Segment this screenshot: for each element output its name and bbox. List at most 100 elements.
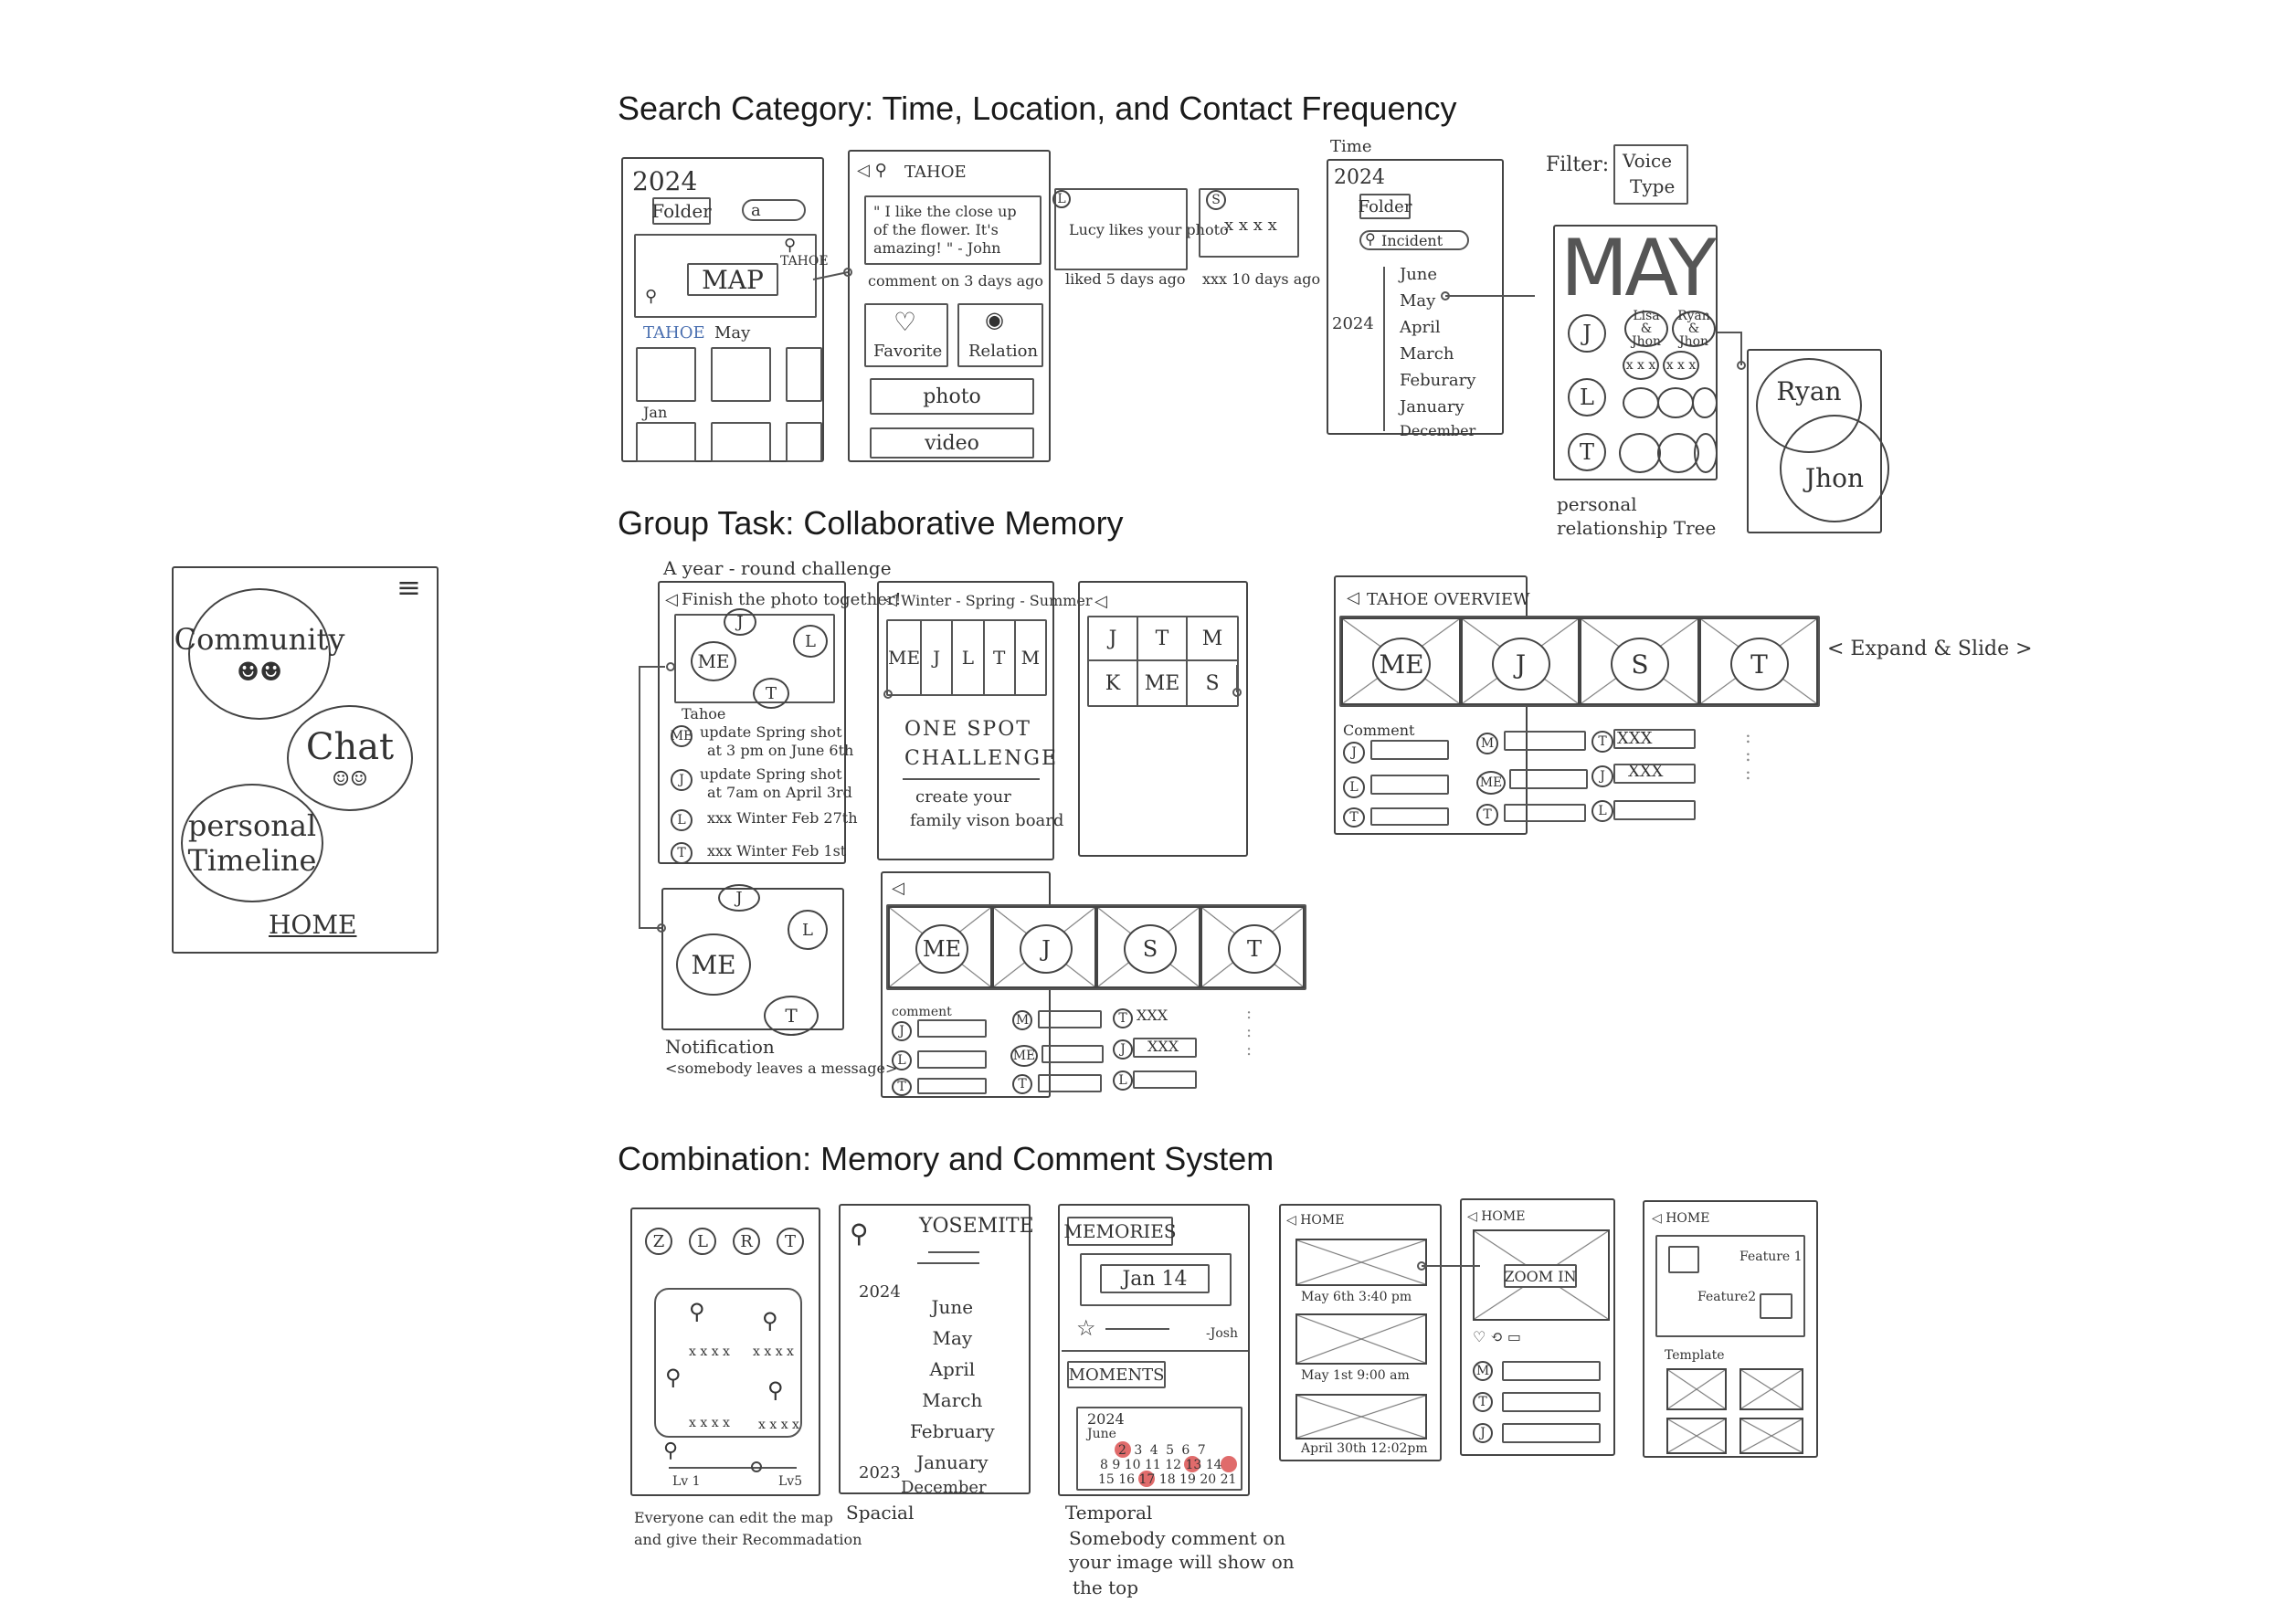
avatar-l[interactable]: L <box>689 1228 716 1255</box>
photo-tile[interactable] <box>636 422 696 462</box>
template-option[interactable] <box>1739 1368 1803 1410</box>
contact-j[interactable]: J <box>1568 314 1606 353</box>
relation-button[interactable]: ◉ Relation <box>957 303 1043 367</box>
community-bubble[interactable]: Community ☻☻ <box>174 588 344 720</box>
photo-placeholder[interactable] <box>1295 1239 1427 1286</box>
calendar[interactable]: 2024 June 2 3 4 5 6 7 8 9 10 11 12 13 14… <box>1076 1407 1242 1491</box>
template-option[interactable] <box>1666 1368 1727 1410</box>
comment-field[interactable] <box>1613 764 1696 784</box>
face-slide[interactable]: ME <box>1341 617 1461 705</box>
avatar-z[interactable]: Z <box>645 1228 672 1255</box>
level-slider-track[interactable] <box>669 1467 797 1469</box>
favorite-button[interactable]: ♡ Favorite <box>864 303 948 367</box>
contact-l[interactable]: L <box>1568 378 1606 417</box>
comment-field[interactable] <box>1502 1423 1601 1443</box>
tahoe-link[interactable]: TAHOE <box>643 323 705 343</box>
star-icon[interactable]: ☆ <box>1076 1315 1096 1341</box>
photo-tile[interactable] <box>711 422 771 462</box>
search-input[interactable]: a <box>742 199 806 221</box>
face-slide[interactable]: S <box>1096 906 1200 988</box>
avatar-t[interactable]: T <box>777 1228 804 1255</box>
month-june[interactable]: June <box>931 1296 974 1318</box>
avatar-l[interactable]: L <box>788 910 828 950</box>
back-icon[interactable]: ◁ <box>884 590 897 609</box>
avatar-j[interactable]: J <box>724 608 756 636</box>
comment-field[interactable] <box>1370 775 1449 795</box>
comment-marker[interactable] <box>1221 1456 1237 1472</box>
reaction-icons[interactable]: ♡ ⟲ ▭ <box>1473 1328 1522 1345</box>
contact-bubble[interactable] <box>1694 433 1718 473</box>
member-columns[interactable]: ME J L T M <box>886 619 1047 696</box>
comment-field[interactable] <box>1502 1392 1601 1412</box>
month-january[interactable]: January <box>916 1451 989 1473</box>
comment-field[interactable] <box>1133 1038 1197 1058</box>
comment-field[interactable] <box>1038 1074 1102 1092</box>
back-icon[interactable]: ◁ ⚲ <box>857 161 887 180</box>
photo-placeholder[interactable] <box>1295 1394 1427 1439</box>
jhon-bubble[interactable]: Jhon <box>1780 415 1889 522</box>
comment-marker[interactable] <box>1138 1471 1155 1487</box>
avatar-me[interactable]: ME <box>691 641 736 681</box>
comment-field[interactable] <box>1370 740 1449 760</box>
notification-card[interactable]: Lucy likes your photo L <box>1052 188 1229 270</box>
face-slide[interactable]: ME <box>888 906 992 988</box>
map-area[interactable]: MAP TAHOE ⚲ ⚲ <box>634 234 829 318</box>
comment-field[interactable] <box>1613 800 1696 820</box>
memory-card[interactable]: Jan 14 <box>1080 1253 1232 1306</box>
video-button[interactable]: video <box>870 427 1034 459</box>
photo-button[interactable]: photo <box>870 378 1034 415</box>
time-folder-button[interactable]: Folder <box>1359 194 1412 219</box>
avatar-t[interactable]: T <box>753 678 789 709</box>
comment-field[interactable] <box>1613 729 1696 749</box>
overview-carousel[interactable]: ME J S T <box>1339 616 1820 707</box>
back-icon[interactable]: ◁ <box>1347 588 1359 607</box>
feature-2-box[interactable] <box>1760 1293 1792 1319</box>
photo-tile[interactable] <box>636 347 696 402</box>
comment-field[interactable] <box>1502 1361 1601 1381</box>
back-icon[interactable]: ◁ <box>892 879 904 898</box>
comment-field[interactable] <box>917 1050 987 1069</box>
month-list[interactable]: June May April March Feburary January <box>1400 261 1475 420</box>
feature-1-box[interactable] <box>1668 1246 1699 1273</box>
back-icon[interactable]: ◁ <box>665 590 678 609</box>
month-march[interactable]: March <box>922 1389 983 1411</box>
back-home[interactable]: ◁ HOME <box>1286 1213 1345 1228</box>
face-slide[interactable]: T <box>1200 906 1305 988</box>
home-label[interactable]: HOME <box>269 910 357 940</box>
face-slide[interactable]: J <box>992 906 1096 988</box>
comment-field[interactable] <box>1038 1010 1102 1028</box>
group-xxx[interactable]: x x x <box>1623 351 1659 380</box>
month-april[interactable]: April <box>1400 318 1441 337</box>
pin-icon[interactable]: ⚲ <box>767 1377 784 1403</box>
comment-marker[interactable] <box>1184 1456 1200 1472</box>
back-home[interactable]: ◁ HOME <box>1467 1209 1526 1224</box>
feature-preview[interactable]: Feature 1 Feature2 <box>1655 1235 1805 1337</box>
photo-tile[interactable] <box>711 347 771 402</box>
comment-field[interactable] <box>1504 731 1586 751</box>
menu-icon[interactable]: ≡ <box>397 570 421 605</box>
collage-area[interactable]: ME J L T <box>674 608 835 709</box>
face-slide[interactable]: T <box>1698 617 1818 705</box>
voice-type-filter[interactable]: Voice Type <box>1613 144 1688 205</box>
face-slide[interactable]: J <box>1460 617 1580 705</box>
month-june[interactable]: June <box>1400 265 1438 284</box>
comment-field[interactable] <box>1370 807 1449 826</box>
pin-icon[interactable]: ⚲ <box>689 1299 705 1324</box>
contact-bubble[interactable] <box>1692 387 1718 418</box>
photo-tile[interactable] <box>786 422 822 462</box>
month-february[interactable]: February <box>910 1420 995 1442</box>
level-slider-knob[interactable] <box>751 1461 762 1472</box>
notification-card[interactable]: x x x x S <box>1199 188 1299 258</box>
comment-field[interactable] <box>1042 1045 1104 1063</box>
month-may[interactable]: May <box>1400 291 1436 311</box>
month-may[interactable]: May <box>932 1327 973 1349</box>
avatar-r[interactable]: R <box>733 1228 760 1255</box>
chat-bubble[interactable]: Chat ☺☺ <box>287 705 413 811</box>
personal-timeline-bubble[interactable]: personal Timeline <box>181 784 323 902</box>
overview-carousel-2[interactable]: ME J S T <box>886 904 1306 990</box>
ryan-bubble[interactable]: Ryan <box>1756 358 1862 453</box>
comment-field[interactable] <box>1504 804 1586 822</box>
comment-marker[interactable] <box>1115 1441 1131 1458</box>
face-slide[interactable]: S <box>1580 617 1699 705</box>
month-february[interactable]: Feburary <box>1400 371 1476 390</box>
